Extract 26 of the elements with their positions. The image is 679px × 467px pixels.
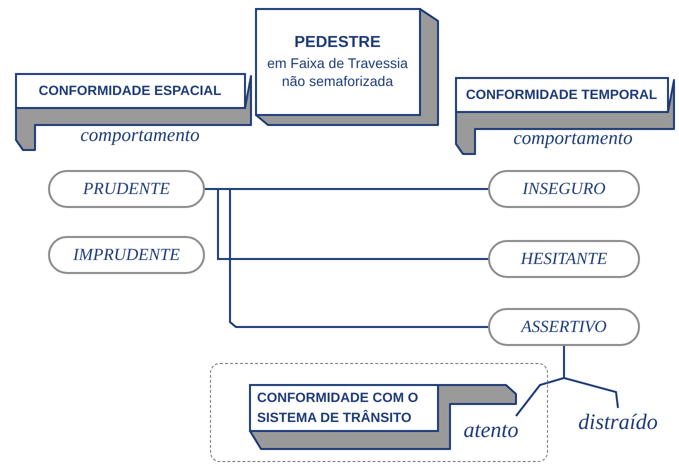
heading-text: CONFORMIDADE TEMPORAL	[466, 87, 658, 102]
connector-line	[205, 188, 488, 328]
heading-text: PEDESTRE	[293, 32, 382, 53]
heading-text: CONFORMIDADE ESPACIAL	[38, 83, 222, 98]
banner-box	[15, 73, 253, 151]
category-pill	[48, 236, 205, 274]
branch-label: atento	[464, 417, 518, 443]
banner-box	[249, 384, 518, 450]
category-pill	[488, 170, 640, 208]
heading-text: INSEGURO	[522, 179, 606, 199]
caption-text: comportamento	[512, 128, 634, 150]
heading-text: CONFORMIDADE COM O SISTEMA DE TRÂNSITO	[257, 388, 420, 426]
heading-text: HESITANTE	[520, 249, 608, 269]
caption-text: comportamento	[79, 125, 201, 147]
title-block	[255, 8, 441, 126]
dashed-group-frame	[210, 363, 548, 462]
category-pill	[488, 240, 640, 278]
branch-label: distraído	[578, 409, 658, 435]
heading-text: PRUDENTE	[83, 179, 170, 199]
heading-text: IMPRUDENTE	[73, 245, 180, 265]
category-pill	[488, 308, 640, 346]
body-text: em Faixa de Travessia não semaforizada	[266, 54, 409, 90]
heading-text: ASSERTIVO	[521, 317, 607, 337]
banner-box	[455, 77, 676, 155]
category-pill	[48, 170, 205, 208]
connector-line	[563, 346, 619, 408]
